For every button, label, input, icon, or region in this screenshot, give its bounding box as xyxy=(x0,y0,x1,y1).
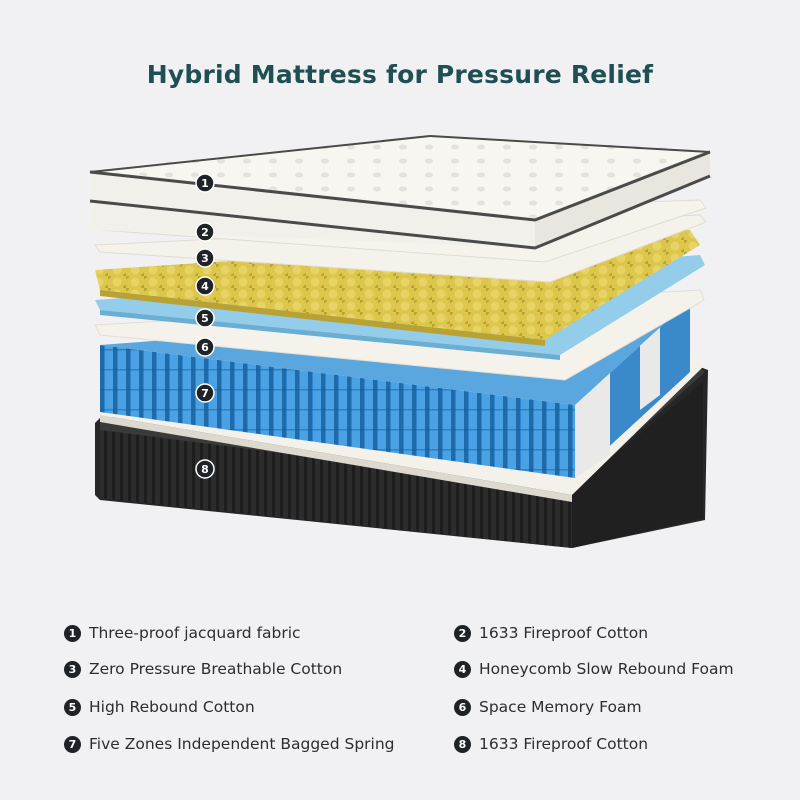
svg-text:1: 1 xyxy=(201,177,209,190)
marker-1: 1 xyxy=(195,173,215,193)
marker-5: 5 xyxy=(195,308,215,328)
svg-text:2: 2 xyxy=(201,226,209,239)
marker-3: 3 xyxy=(195,248,215,268)
svg-text:8: 8 xyxy=(201,463,209,476)
svg-text:5: 5 xyxy=(201,312,209,325)
svg-text:3: 3 xyxy=(201,252,209,265)
svg-text:4: 4 xyxy=(201,280,209,293)
marker-4: 4 xyxy=(195,276,215,296)
marker-8: 8 xyxy=(195,459,215,479)
page-title: Hybrid Mattress for Pressure Relief xyxy=(146,60,654,89)
marker-7: 7 xyxy=(195,383,215,403)
svg-text:7: 7 xyxy=(201,387,209,400)
svg-text:6: 6 xyxy=(201,341,209,354)
marker-6: 6 xyxy=(195,337,215,357)
marker-2: 2 xyxy=(195,222,215,242)
